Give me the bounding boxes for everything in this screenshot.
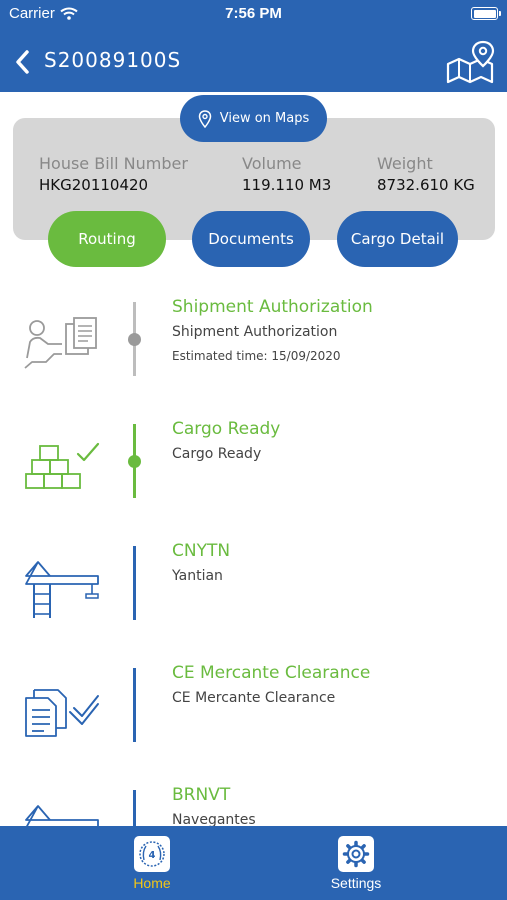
page-title: S20089100S [44, 48, 182, 72]
timeline-step: BRNVT Navegantes [0, 778, 507, 826]
routing-timeline: Shipment Authorization Shipment Authoriz… [0, 290, 507, 826]
back-chevron-icon[interactable] [12, 49, 32, 75]
cargo-boxes-check-icon [25, 442, 100, 489]
step-subtitle: Shipment Authorization [172, 324, 338, 340]
timeline-line [133, 546, 136, 620]
nav-bar: S20089100S [0, 34, 507, 88]
status-time: 7:56 PM [225, 5, 282, 22]
house-bill-value: HKG20110420 [39, 176, 149, 194]
app-header: Carrier 7:56 PM S20089100S [0, 0, 507, 92]
svg-text:4: 4 [149, 850, 156, 861]
step-subtitle: Yantian [172, 568, 223, 584]
carrier-group: Carrier [9, 5, 78, 22]
wifi-icon [60, 7, 78, 20]
timeline-step: Cargo Ready Cargo Ready [0, 412, 507, 534]
view-on-maps-button[interactable]: View on Maps [180, 95, 327, 142]
battery-icon [471, 7, 501, 20]
tab-bar-settings[interactable]: Settings [306, 836, 406, 894]
timeline-line [133, 668, 136, 742]
volume-value: 119.110 M3 [242, 176, 332, 194]
home-logo-icon: 4 [134, 836, 170, 872]
tab-bar-home[interactable]: 4 Home [102, 836, 202, 894]
step-title: BRNVT [172, 785, 231, 805]
tab-cargo-detail[interactable]: Cargo Detail [337, 211, 458, 267]
timeline-dot [128, 455, 141, 468]
volume-label: Volume [242, 154, 302, 173]
step-subtitle: CE Mercante Clearance [172, 690, 336, 706]
gear-icon [338, 836, 374, 872]
timeline-step: CNYTN Yantian [0, 534, 507, 656]
bottom-tab-bar: 4 Home Settings [0, 826, 507, 900]
step-estimated-time: Estimated time: 15/09/2020 [172, 349, 341, 363]
house-bill-label: House Bill Number [39, 154, 188, 173]
volume-info: Volume 119.110 M3 [242, 154, 331, 194]
tab-bar-settings-label: Settings [330, 875, 382, 891]
step-title: Shipment Authorization [172, 297, 373, 317]
step-title: Cargo Ready [172, 419, 281, 439]
map-pin-icon[interactable] [445, 40, 495, 84]
weight-label: Weight [377, 154, 433, 173]
status-bar: Carrier 7:56 PM [0, 0, 507, 28]
view-on-maps-label: View on Maps [219, 111, 310, 126]
timeline-step: CE Mercante Clearance CE Mercante Cleara… [0, 656, 507, 778]
step-title: CNYTN [172, 541, 231, 561]
document-handover-icon [24, 317, 97, 369]
tab-bar-home-label: Home [133, 875, 171, 891]
port-crane-icon [25, 561, 99, 618]
timeline-dot [128, 333, 141, 346]
port-crane-icon [25, 805, 99, 826]
carrier-label: Carrier [9, 5, 55, 22]
tab-documents[interactable]: Documents [192, 211, 310, 267]
weight-value: 8732.610 KG [377, 176, 475, 194]
step-title: CE Mercante Clearance [172, 663, 371, 683]
step-subtitle: Navegantes [172, 812, 256, 826]
tab-routing[interactable]: Routing [48, 211, 166, 267]
timeline-step: Shipment Authorization Shipment Authoriz… [0, 290, 507, 412]
step-subtitle: Cargo Ready [172, 446, 262, 462]
documents-check-icon [25, 689, 99, 737]
house-bill-info: House Bill Number HKG20110420 [39, 154, 188, 194]
weight-info: Weight 8732.610 KG [377, 154, 475, 194]
timeline-line [133, 790, 136, 826]
location-pin-icon [198, 109, 211, 128]
